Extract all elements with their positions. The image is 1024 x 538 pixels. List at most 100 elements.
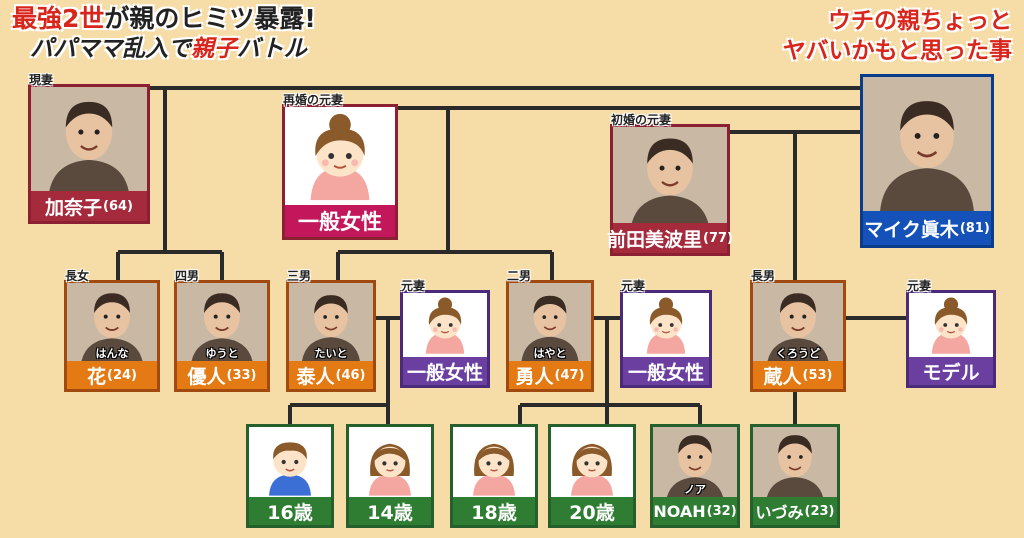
person-photo-icon bbox=[509, 283, 591, 361]
person-name: 勇人 bbox=[515, 365, 554, 388]
woman-illustration-icon bbox=[285, 107, 395, 205]
person-name: 蔵人 bbox=[763, 365, 802, 388]
role-label: 元妻 bbox=[401, 279, 426, 293]
girl-illustration-icon bbox=[551, 427, 633, 497]
person-name: 14歳 bbox=[367, 501, 413, 524]
furigana: ノア bbox=[684, 483, 706, 496]
boy-illustration-icon bbox=[249, 427, 331, 497]
person-name: マイク眞木 bbox=[864, 218, 959, 241]
person-name: 加奈子 bbox=[45, 196, 103, 219]
card-hayato[interactable]: 二男 はやと 勇人(47) bbox=[506, 269, 594, 392]
role-label: 二男 bbox=[507, 269, 532, 283]
person-name: いづみ bbox=[755, 503, 804, 522]
person-age: (81) bbox=[959, 220, 990, 236]
person-name: 優人 bbox=[187, 365, 226, 388]
person-photo-icon bbox=[653, 427, 737, 497]
card-kuroudo-ex[interactable]: 元妻 モデル bbox=[906, 279, 996, 388]
title-right-line-2: ヤバいかもと思った事 bbox=[782, 38, 1012, 64]
role-label: 元妻 bbox=[621, 279, 646, 293]
name-bar: NOAH(32) bbox=[653, 497, 737, 525]
furigana: はんな bbox=[95, 347, 129, 360]
name-bar: 前田美波里(77) bbox=[607, 223, 733, 253]
person-name: 一般女性 bbox=[406, 361, 483, 384]
role-label: 元妻 bbox=[907, 279, 932, 293]
person-age: (33) bbox=[226, 367, 257, 383]
person-age: (24) bbox=[107, 367, 137, 383]
name-bar: 泰人(46) bbox=[289, 361, 373, 389]
person-name: モデル bbox=[922, 361, 980, 384]
person-age: (47) bbox=[554, 367, 585, 383]
card-child-20[interactable]: 20歳 bbox=[548, 424, 636, 528]
card-yuto[interactable]: 四男 ゆうと 優人(33) bbox=[174, 269, 270, 392]
furigana: ゆうと bbox=[205, 347, 239, 360]
name-bar: 勇人(47) bbox=[509, 361, 591, 389]
person-photo-icon bbox=[177, 283, 267, 361]
card-child-16[interactable]: 16歳 bbox=[246, 424, 334, 528]
person-photo-icon bbox=[863, 77, 991, 211]
name-bar: 16歳 bbox=[249, 497, 331, 525]
name-bar: 加奈子(64) bbox=[31, 191, 147, 221]
name-bar: 一般女性 bbox=[403, 357, 487, 385]
name-bar: 花(24) bbox=[67, 361, 157, 389]
role-label: 四男 bbox=[175, 269, 200, 283]
role-label: 長男 bbox=[751, 269, 776, 283]
name-bar: いづみ(23) bbox=[753, 497, 837, 525]
person-photo-icon bbox=[67, 283, 157, 361]
person-age: (32) bbox=[706, 503, 737, 519]
subtitle-end: バトル bbox=[237, 36, 307, 62]
title-line-2: パパママ乱入で親子バトル bbox=[30, 34, 316, 64]
card-taito-ex[interactable]: 元妻 一般女性 bbox=[400, 279, 490, 388]
card-first-ex[interactable]: 初婚の元妻 前田美波里(77) bbox=[607, 113, 733, 256]
person-name: NOAH bbox=[653, 501, 706, 521]
card-noah[interactable]: ノア NOAH(32) bbox=[650, 424, 740, 528]
card-mike[interactable]: マイク眞木(81) bbox=[860, 74, 994, 248]
person-name: 泰人 bbox=[296, 365, 335, 388]
name-bar: マイク眞木(81) bbox=[863, 211, 991, 245]
person-name: 18歳 bbox=[471, 501, 517, 524]
card-child-18[interactable]: 18歳 bbox=[450, 424, 538, 528]
person-photo-icon bbox=[613, 127, 727, 223]
girl-illustration-icon bbox=[349, 427, 431, 497]
person-photo-icon bbox=[753, 427, 837, 497]
card-kuroudo[interactable]: 長男 くろうど 蔵人(53) bbox=[750, 269, 846, 392]
role-label: 初婚の元妻 bbox=[611, 113, 672, 127]
person-age: (77) bbox=[703, 230, 733, 246]
name-bar: 20歳 bbox=[551, 497, 633, 525]
name-bar: 18歳 bbox=[453, 497, 535, 525]
woman-illustration-icon bbox=[623, 293, 709, 357]
girl-illustration-icon bbox=[453, 427, 535, 497]
name-bar: モデル bbox=[909, 357, 993, 385]
person-name: 16歳 bbox=[267, 501, 313, 524]
person-name: 20歳 bbox=[569, 501, 615, 524]
card-taito[interactable]: 三男 たいと 泰人(46) bbox=[286, 269, 376, 392]
furigana: くろうど bbox=[776, 347, 820, 360]
person-name: 一般女性 bbox=[298, 210, 382, 234]
subtitle-highlight: 親子 bbox=[191, 36, 237, 62]
title-right-line-1: ウチの親ちょっと bbox=[828, 8, 1012, 34]
woman-illustration-icon bbox=[909, 293, 993, 357]
card-izumi[interactable]: いづみ(23) bbox=[750, 424, 840, 528]
card-hana[interactable]: 長女 はんな 花(24) bbox=[64, 269, 160, 392]
furigana: はやと bbox=[533, 347, 567, 360]
name-bar: 蔵人(53) bbox=[753, 361, 843, 389]
person-photo-icon bbox=[31, 87, 147, 191]
subtitle-start: パパママ乱入で bbox=[30, 36, 191, 62]
name-bar: 14歳 bbox=[349, 497, 431, 525]
person-age: (23) bbox=[804, 503, 835, 519]
card-kanako[interactable]: 現妻 加奈子(64) bbox=[28, 73, 150, 224]
title-rest: が親のヒミツ暴露! bbox=[104, 4, 316, 33]
person-name: 前田美波里 bbox=[607, 228, 703, 251]
card-child-14[interactable]: 14歳 bbox=[346, 424, 434, 528]
role-label: 再婚の元妻 bbox=[283, 93, 344, 107]
card-hayato-ex[interactable]: 元妻 一般女性 bbox=[620, 279, 712, 388]
role-label: 現妻 bbox=[29, 73, 54, 87]
card-remarried-ex[interactable]: 再婚の元妻 一般女性 bbox=[282, 93, 398, 240]
person-photo-icon bbox=[289, 283, 373, 361]
title-right: ウチの親ちょっと ヤバいかもと思った事 bbox=[783, 6, 1012, 66]
role-label: 長女 bbox=[65, 269, 90, 283]
person-age: (53) bbox=[802, 367, 833, 383]
name-bar: 優人(33) bbox=[177, 361, 267, 389]
person-age: (64) bbox=[103, 198, 133, 214]
title-highlight: 最強2世 bbox=[12, 4, 105, 33]
